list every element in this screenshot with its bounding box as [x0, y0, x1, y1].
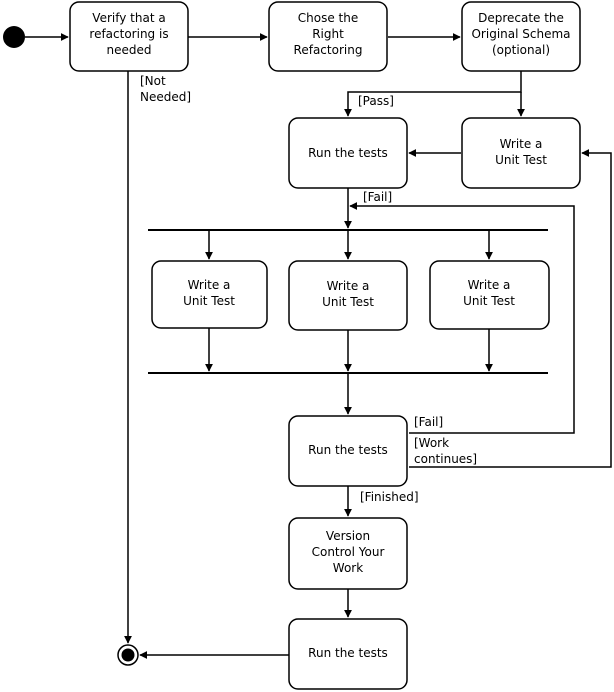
node-line: Run the tests	[308, 646, 388, 660]
node-line: Verify that a	[92, 11, 165, 25]
run-tests-node-3: Run the tests	[288, 618, 408, 690]
node-line: Write a	[188, 278, 231, 292]
node-line: needed	[107, 43, 152, 57]
initial-node	[3, 26, 25, 48]
guard-fail-top: [Fail]	[363, 190, 392, 204]
verify-refactoring-node: Verify that a refactoring is needed	[69, 1, 189, 72]
guard-fail-bottom: [Fail]	[414, 415, 443, 429]
guard-line: [Fail]	[414, 415, 443, 429]
node-line: Work	[333, 561, 363, 575]
node-line: Chose the	[298, 11, 358, 25]
guard-line: [Fail]	[363, 190, 392, 204]
node-line: Original Schema	[471, 27, 570, 41]
edge-deprecate-run1	[344, 71, 522, 117]
write-unit-test-node-mid: Write a Unit Test	[288, 260, 408, 331]
svg-text:Run the tests: Run the tests	[308, 646, 388, 660]
run-tests-node-2: Run the tests	[288, 415, 408, 487]
guard-line: [Finished]	[360, 490, 419, 504]
svg-text:Run the tests: Run the tests	[308, 443, 388, 457]
guard-work-continues: [Work continues]	[414, 436, 477, 466]
svg-text:Run the tests: Run the tests	[308, 146, 388, 160]
node-line: refactoring is	[89, 27, 168, 41]
node-line: Control Your	[312, 545, 385, 559]
node-line: Unit Test	[322, 295, 374, 309]
node-line: Unit Test	[183, 294, 235, 308]
node-line: Unit Test	[463, 294, 515, 308]
edges	[25, 33, 612, 659]
guard-line: Needed]	[140, 90, 191, 104]
node-line: Write a	[327, 279, 370, 293]
guard-line: [Pass]	[358, 94, 394, 108]
node-line: Write a	[468, 278, 511, 292]
run-tests-node-1: Run the tests	[288, 117, 408, 189]
write-unit-test-node-top: Write a Unit Test	[461, 117, 581, 189]
node-line: Right	[312, 27, 344, 41]
node-line: Deprecate the	[478, 11, 564, 25]
node-line: Refactoring	[294, 43, 363, 57]
guard-line: continues]	[414, 452, 477, 466]
guard-pass: [Pass]	[358, 94, 394, 108]
edge-run2-work-continues	[409, 149, 612, 468]
guard-line: [Work	[414, 436, 449, 450]
node-line: Run the tests	[308, 146, 388, 160]
node-line: (optional)	[492, 43, 550, 57]
guard-finished: [Finished]	[360, 490, 419, 504]
guard-line: [Not	[140, 74, 166, 88]
node-line: Run the tests	[308, 443, 388, 457]
node-line: Write a	[500, 137, 543, 151]
node-line: Unit Test	[495, 153, 547, 167]
write-unit-test-node-right: Write a Unit Test	[429, 260, 550, 330]
write-unit-test-node-left: Write a Unit Test	[151, 260, 268, 329]
final-node	[117, 644, 139, 666]
edge-run2-fail-loop	[349, 202, 575, 434]
node-line: Version	[326, 529, 370, 543]
